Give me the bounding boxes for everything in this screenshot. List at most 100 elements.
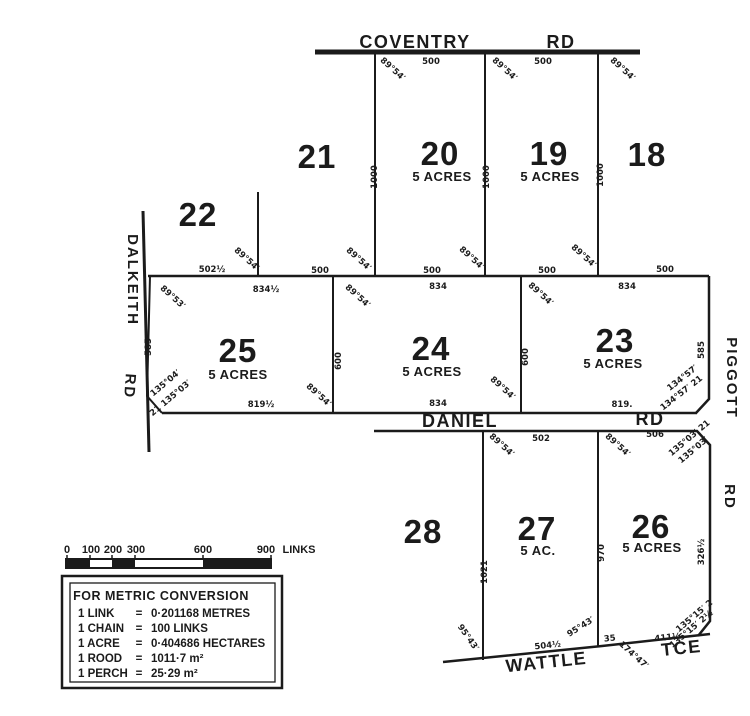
- lot-19-area: 5 ACRES: [520, 169, 579, 184]
- conversion-value-acre: 0·404686 HECTARES: [151, 638, 266, 650]
- scale-tick-label-600: 600: [194, 544, 212, 556]
- dim-lot27-west: 1021: [480, 560, 490, 584]
- scale-seg-200-300: [112, 560, 135, 567]
- dim-depth-1000-a: 1000: [370, 165, 380, 189]
- dim-lot25-west: 585: [144, 338, 154, 356]
- dalkeith-road-line: [141, 210, 151, 453]
- dim-depth-1000-b: 1000: [482, 165, 492, 189]
- metric-conversion-box: FOR METRIC CONVERSION 1 LINK = 0·201168 …: [60, 574, 284, 690]
- lot-20-number: 20: [421, 135, 460, 172]
- angle-lot20-nw: 89°54′: [378, 56, 408, 84]
- angle-lot27-nw: 89°54′: [487, 432, 517, 460]
- conversion-value-link: 0·201168 METRES: [151, 608, 250, 620]
- conversion-term-rood: 1 ROOD: [78, 653, 122, 665]
- angle-wattle-tce-junction: 174°47′: [617, 640, 651, 672]
- lot-24-area: 5 ACRES: [402, 364, 461, 379]
- dim-lot24-south: 834: [429, 399, 447, 409]
- scale-tick-label-300: 300: [127, 544, 145, 556]
- road-label-wattle-type: TCE: [660, 636, 702, 660]
- scale-seg-0-100: [67, 560, 90, 567]
- angle-lot27-se: 95°43′: [566, 615, 598, 640]
- dim-lot23-south: 819.: [612, 400, 633, 410]
- conversion-eq-acre: =: [136, 638, 143, 650]
- road-label-wattle: WATTLE: [505, 648, 588, 676]
- road-label-piggott: PIGGOTT: [723, 337, 740, 419]
- lot-27-area: 5 AC.: [520, 543, 555, 558]
- conversion-eq-link: =: [136, 608, 143, 620]
- dim-lot18-south: 500: [656, 265, 674, 275]
- lot-22-number: 22: [179, 196, 218, 233]
- scale-unit-label: LINKS: [283, 544, 316, 556]
- conversion-eq-chain: =: [136, 623, 143, 635]
- lot25-west-boundary: [145, 275, 163, 414]
- dim-lot27-east: 970: [597, 544, 607, 562]
- road-label-coventry-type: RD: [547, 32, 576, 52]
- angle-lot24-nw: 89°54′: [343, 283, 373, 311]
- dim-lot26-north: 506: [646, 430, 664, 440]
- lot-23-area: 5 ACRES: [583, 356, 642, 371]
- conversion-term-chain: 1 CHAIN: [78, 623, 124, 635]
- conversion-value-chain: 100 LINKS: [151, 623, 208, 635]
- conversion-outer-frame: [60, 574, 284, 690]
- dim-lot27-north: 502: [532, 434, 550, 444]
- dim-lot26-south: 411½: [654, 631, 682, 645]
- dim-lot24-west: 600: [334, 352, 344, 370]
- angle-lot23-nw: 89°54′: [526, 281, 556, 309]
- dim-lot21-south: 500: [311, 266, 329, 276]
- conversion-inner-frame: [69, 582, 276, 683]
- angle-lot24-se: 89°54′: [488, 375, 518, 403]
- dim-lot26-east: 326½: [696, 539, 707, 566]
- dim-lot25-south: 819½: [248, 399, 275, 410]
- scale-tick-label-900: 900: [257, 544, 275, 556]
- lot-28-number: 28: [404, 513, 443, 550]
- conversion-term-link: 1 LINK: [78, 608, 115, 620]
- angle-lot26-nw: 89°54′: [603, 432, 633, 460]
- wattle-tce-road-line: [442, 632, 711, 664]
- angle-lot20-se: 89°54′: [457, 245, 487, 273]
- angle-lot25-nw: 89°53′: [158, 284, 188, 312]
- dim-lot19-south: 500: [538, 266, 556, 276]
- lot-25-area: 5 ACRES: [208, 367, 267, 382]
- conversion-eq-rood: =: [136, 653, 143, 665]
- dim-corner-35: 35: [603, 633, 616, 644]
- lot-23-number: 23: [596, 322, 635, 359]
- scale-tick-label-200: 200: [104, 544, 122, 556]
- conversion-eq-perch: =: [136, 668, 143, 680]
- dim-depth-1000-c: 1000: [596, 163, 606, 187]
- road-label-dalkeith-type: RD: [120, 373, 139, 400]
- dim-lot20-front: 500: [422, 57, 440, 67]
- lot-26-area: 5 ACRES: [622, 540, 681, 555]
- dim-lot27-south: 504½: [534, 639, 562, 653]
- conversion-term-perch: 1 PERCH: [78, 668, 128, 680]
- lot-27-number: 27: [518, 510, 557, 547]
- road-label-piggott-type: RD: [721, 484, 738, 510]
- angle-lot25-se: 89°54′: [304, 382, 334, 410]
- lot-18-number: 18: [628, 136, 667, 173]
- dim-lot19-front: 500: [534, 57, 552, 67]
- lot-19-number: 19: [530, 135, 569, 172]
- dim-lot22-south: 502½: [199, 264, 226, 275]
- dim-lot25-north: 834½: [253, 284, 280, 295]
- road-label-coventry: COVENTRY: [359, 32, 470, 52]
- dim-lot23-north: 834: [618, 282, 636, 292]
- daniel-road-south-and-piggott-lower-line: [374, 429, 712, 637]
- lot-26-number: 26: [632, 508, 671, 545]
- scale-seg-600-900: [203, 560, 271, 567]
- dim-lot24-north: 834: [429, 282, 447, 292]
- angle-lot21-se: 89°54′: [344, 246, 374, 274]
- angle-lot27-sw: 95°43′: [455, 623, 481, 654]
- dim-lot23-east: 585: [697, 341, 707, 359]
- conversion-value-perch: 25·29 m²: [151, 668, 198, 680]
- lot-21-number: 21: [298, 138, 337, 175]
- dim-lot23-west: 600: [521, 348, 531, 366]
- angle-lot22-se: 89°54′: [232, 246, 262, 274]
- angle-lot19-se: 89°54′: [569, 243, 599, 271]
- angle-lot19-nw: 89°54′: [490, 56, 520, 84]
- scale-tick-label-0: 0: [64, 544, 70, 556]
- dim-lot20-south: 500: [423, 266, 441, 276]
- conversion-term-acre: 1 ACRE: [78, 638, 120, 650]
- angle-lot18-nw: 89°54′: [608, 56, 638, 84]
- conversion-value-rood: 1011·7 m²: [151, 653, 204, 665]
